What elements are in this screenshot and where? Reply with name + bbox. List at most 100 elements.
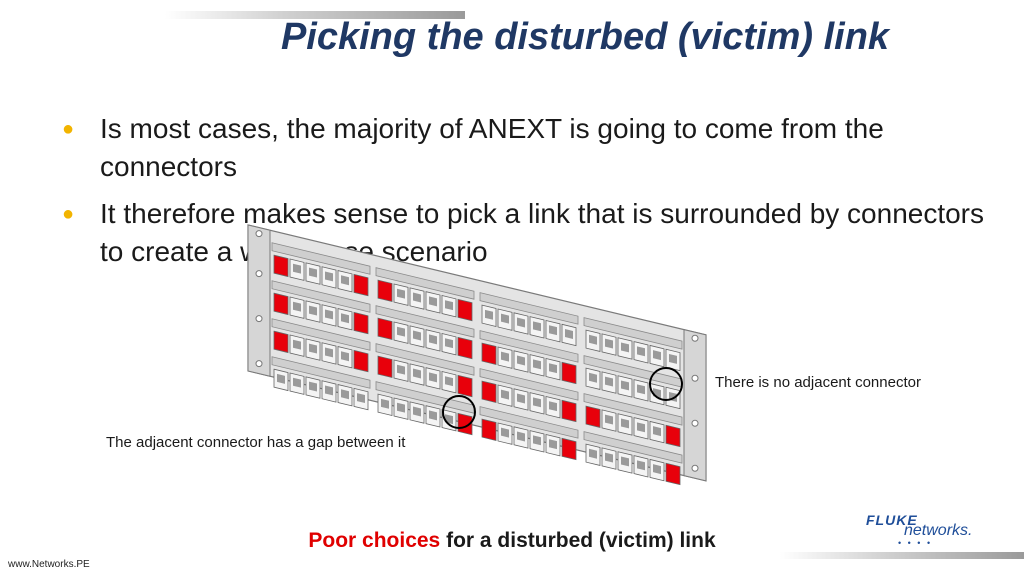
port-jack-opening <box>309 305 317 316</box>
port-jack-opening <box>653 426 661 437</box>
port-jack-opening <box>549 439 557 450</box>
port-jack-opening <box>413 368 421 379</box>
logo-dots-icon: • • • • <box>898 538 933 548</box>
red-connector-port <box>481 380 497 403</box>
port-jack-opening <box>501 313 509 324</box>
red-connector-port <box>561 361 577 385</box>
port-jack-opening <box>293 377 301 388</box>
port-jack-opening <box>429 296 437 307</box>
port-jack-opening <box>325 385 333 396</box>
red-connector-port <box>353 273 369 297</box>
port-jack-opening <box>517 431 525 442</box>
module-label-strip <box>375 305 475 338</box>
mount-hole-icon <box>691 419 699 427</box>
module-label-strip <box>271 280 371 313</box>
red-connector-port <box>457 298 473 322</box>
port-jack-opening <box>637 384 645 395</box>
caption-rest: for a disturbed (victim) link <box>440 529 716 552</box>
port-jack-opening <box>293 339 301 350</box>
port-jack-opening <box>277 373 285 384</box>
port-jack-opening <box>533 435 541 446</box>
mount-hole-icon <box>255 270 263 278</box>
logo-line1: FLUKE <box>866 512 918 528</box>
red-connector-port <box>481 342 497 365</box>
red-connector-port <box>585 405 601 428</box>
red-connector-port <box>377 279 393 303</box>
port-jack-opening <box>445 300 453 311</box>
logo-line2: networks. <box>904 522 973 539</box>
port-jack-opening <box>413 292 421 303</box>
port-jack-opening <box>341 275 349 286</box>
port-jack-opening <box>309 267 317 278</box>
port-jack-opening <box>605 376 613 387</box>
red-connector-port <box>665 424 681 448</box>
red-connector-port <box>273 254 289 278</box>
bullet-marker-icon: ● <box>62 203 75 225</box>
module-label-strip <box>583 317 683 350</box>
port-jack-opening <box>309 381 317 392</box>
red-connector-port <box>561 437 577 461</box>
port-jack-opening <box>325 347 333 358</box>
note-no-adjacent: There is no adjacent connector <box>715 374 921 391</box>
highlight-circle-no-adjacent <box>649 367 683 401</box>
port-jack-opening <box>397 402 405 413</box>
port-jack-opening <box>533 397 541 408</box>
port-jack-opening <box>565 329 573 339</box>
port-jack-opening <box>325 271 333 282</box>
red-connector-port <box>273 292 289 316</box>
port-jack-opening <box>549 325 557 336</box>
port-jack-opening <box>669 354 677 364</box>
port-jack-opening <box>637 346 645 357</box>
port-jack-opening <box>549 363 557 374</box>
top-accent-bar <box>165 11 465 19</box>
port-jack-opening <box>501 427 509 438</box>
port-jack-opening <box>293 263 301 274</box>
mount-hole-icon <box>255 230 263 238</box>
port-jack-opening <box>605 452 613 463</box>
module-label-strip <box>583 393 683 426</box>
slide-caption: Poor choices for a disturbed (victim) li… <box>0 529 1024 553</box>
port-jack-opening <box>341 351 349 362</box>
fluke-networks-logo: FLUKE networks. • • • • <box>862 512 992 548</box>
module-label-strip <box>583 431 683 464</box>
panel-ear-right <box>683 328 707 482</box>
red-connector-port <box>377 355 393 379</box>
footer-url: www.Networks.PE <box>8 559 90 570</box>
port-jack-opening <box>413 330 421 341</box>
red-connector-port <box>457 412 473 436</box>
port-jack-opening <box>589 448 597 459</box>
port-jack-opening <box>637 460 645 471</box>
red-connector-port <box>457 336 473 360</box>
red-connector-port <box>353 311 369 335</box>
port-jack-opening <box>413 406 421 417</box>
module-label-strip <box>479 406 579 439</box>
port-jack-opening <box>637 422 645 433</box>
red-connector-port <box>273 330 289 354</box>
highlight-circle-gap <box>442 395 476 429</box>
panel-ear-left <box>247 224 271 377</box>
module-label-strip <box>479 368 579 401</box>
port-jack-opening <box>621 342 629 353</box>
mount-hole-icon <box>691 374 699 382</box>
module-label-strip <box>271 242 371 275</box>
port-jack-opening <box>445 338 453 349</box>
port-jack-opening <box>653 464 661 475</box>
port-jack-opening <box>533 359 541 370</box>
port-jack-opening <box>309 343 317 354</box>
mount-hole-icon <box>255 315 263 323</box>
port-jack-opening <box>429 334 437 345</box>
port-jack-opening <box>605 338 613 349</box>
bullet-item: ● Is most cases, the majority of ANEXT i… <box>62 110 1002 186</box>
module-label-strip <box>271 318 371 351</box>
bullet-text: Is most cases, the majority of ANEXT is … <box>100 113 884 182</box>
port-jack-opening <box>325 309 333 320</box>
module-label-strip <box>375 267 475 300</box>
port-jack-opening <box>501 351 509 362</box>
mount-hole-icon <box>255 360 263 368</box>
red-connector-port <box>377 317 393 341</box>
red-connector-port <box>481 418 497 441</box>
bottom-accent-bar <box>780 552 1024 559</box>
port-jack-opening <box>445 376 453 387</box>
port-jack-opening <box>605 414 613 425</box>
port-jack-opening <box>517 355 525 366</box>
